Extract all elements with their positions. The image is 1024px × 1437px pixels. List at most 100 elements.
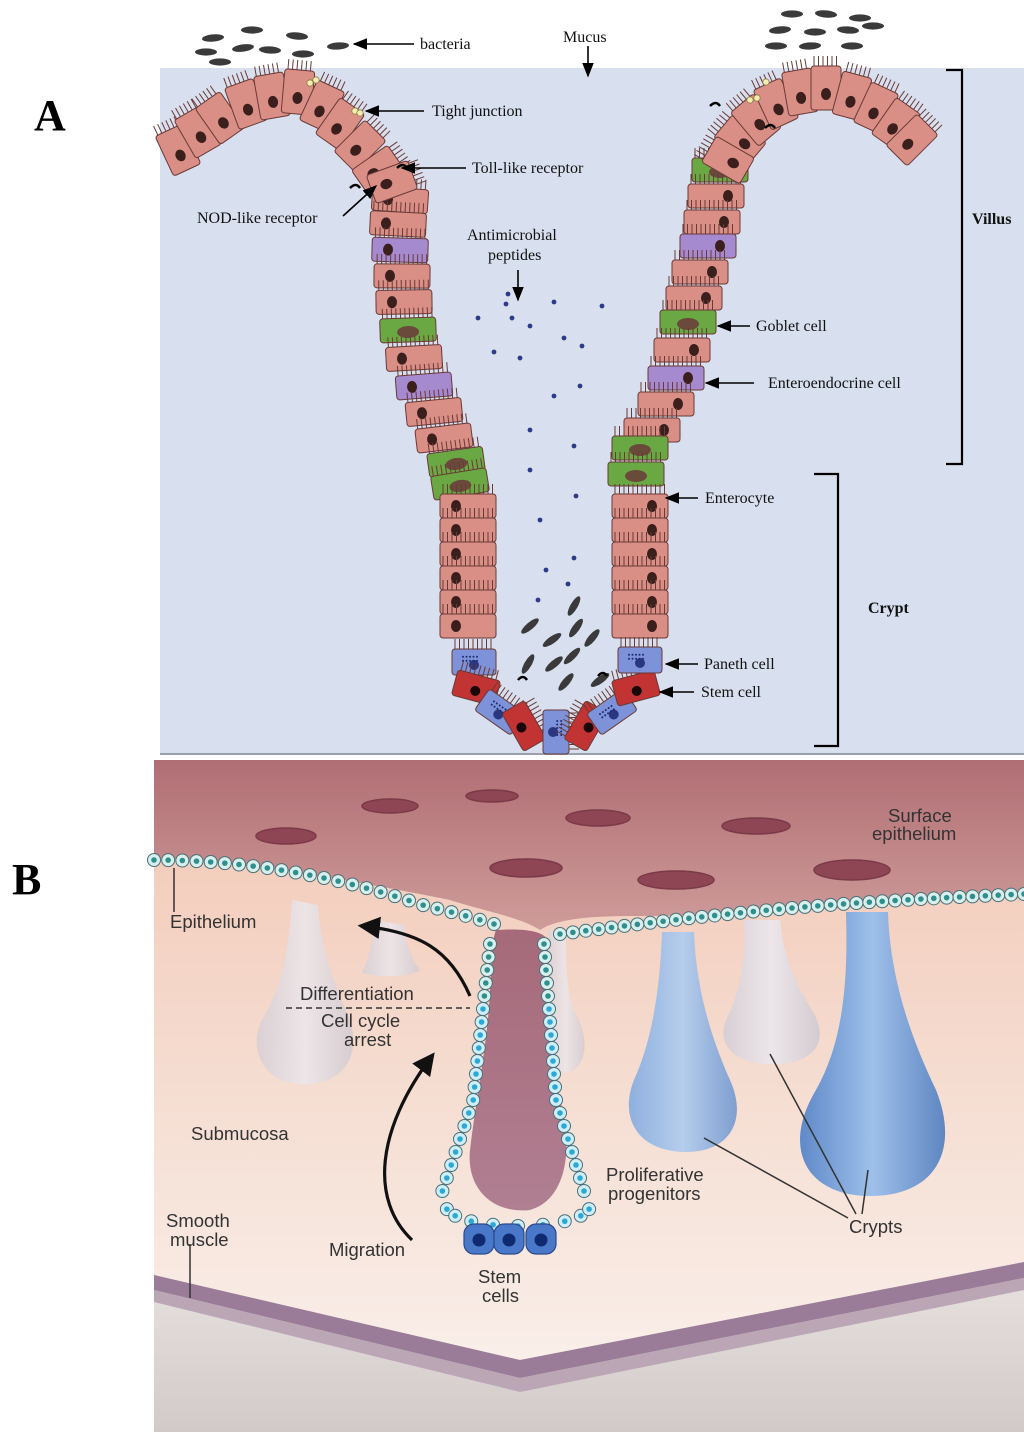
toll-like-receptor-label: Toll-like receptor: [472, 160, 584, 177]
cell-nucleus: [250, 863, 256, 869]
cell-nucleus: [420, 902, 426, 908]
peptide-dot: [572, 556, 577, 561]
stem-cell-nucleus: [473, 1234, 486, 1247]
crypt-opening: [490, 859, 562, 877]
crypt-opening: [722, 818, 790, 834]
smooth-muscle-label-line1: Smooth: [166, 1210, 230, 1231]
cell-nucleus: [763, 908, 769, 914]
proliferative-progenitors-label-line1: Proliferative: [606, 1164, 704, 1185]
peptide-dot: [552, 300, 557, 305]
peptide-dot: [572, 444, 577, 449]
cell-nucleus: [583, 928, 589, 934]
tight-junction-label: Tight junction: [432, 103, 523, 120]
peptide-dot: [580, 344, 585, 349]
bacterium-icon: [327, 42, 349, 51]
smooth-muscle-label-line2: muscle: [170, 1229, 229, 1250]
cell-nucleus: [180, 858, 186, 864]
cell-nucleus: [543, 967, 549, 973]
panel-b: B Surface epithelium Epithelium Differen…: [12, 760, 1024, 1432]
stem-cell-label: Stem cell: [701, 684, 762, 701]
stem-cells-label-line1: Stem: [478, 1266, 521, 1287]
cell-nucleus: [473, 1071, 479, 1077]
cell-nucleus: [586, 1206, 592, 1212]
cell-nucleus: [738, 910, 744, 916]
cell-nucleus: [660, 918, 666, 924]
cell-nucleus: [468, 1218, 474, 1224]
cell-nucleus: [487, 941, 493, 947]
stem-cell-nucleus: [503, 1234, 516, 1247]
cell-nucleus: [463, 913, 469, 919]
cell-nucleus: [449, 909, 455, 915]
cell-nucleus: [892, 898, 898, 904]
peptide-dot: [562, 336, 567, 341]
cell-nucleus: [789, 905, 795, 911]
cell-nucleus: [491, 921, 497, 927]
cell-nucleus: [470, 1097, 476, 1103]
cell-nucleus: [699, 914, 705, 920]
enteroendocrine-cell-label: Enteroendocrine cell: [768, 375, 901, 392]
cell-nucleus: [457, 1136, 463, 1142]
enterocyte-label: Enterocyte: [705, 490, 774, 507]
cell-nucleus: [828, 902, 834, 908]
cell-nucleus: [905, 897, 911, 903]
cell-nucleus: [841, 901, 847, 907]
peptide-dot: [528, 428, 533, 433]
cell-nucleus: [802, 904, 808, 910]
bacterium-icon: [209, 58, 231, 65]
cell-nucleus: [569, 1149, 575, 1155]
cell-nucleus: [321, 875, 327, 881]
cell-nucleus: [151, 857, 157, 863]
bacteria-cluster-left: [195, 26, 349, 65]
cell-nucleus: [542, 954, 548, 960]
bacterium-icon: [799, 42, 821, 50]
cell-nucleus: [472, 1084, 478, 1090]
cell-nucleus: [776, 906, 782, 912]
peptide-dot: [574, 494, 579, 499]
peptide-dot: [544, 568, 549, 573]
peptide-dot: [566, 582, 571, 587]
panel-letter-b: B: [12, 855, 41, 904]
surface-epithelium-label-line2: epithelium: [872, 823, 956, 844]
crypt-opening: [638, 871, 714, 889]
cell-nucleus: [484, 967, 490, 973]
bacterium-icon: [769, 25, 792, 34]
cell-nucleus: [609, 925, 615, 931]
peptide-dot: [528, 468, 533, 473]
cell-nucleus: [194, 858, 200, 864]
villus-label: Villus: [972, 211, 1011, 228]
peptide-dot: [476, 316, 481, 321]
peptide-dot: [552, 394, 557, 399]
submucosa-label: Submucosa: [191, 1123, 289, 1144]
cell-nucleus: [647, 920, 653, 926]
cell-nucleus: [578, 1213, 584, 1219]
bacterium-icon: [841, 42, 863, 49]
cell-nucleus: [208, 859, 214, 865]
cell-nucleus: [931, 896, 937, 902]
bacterium-icon: [815, 9, 838, 18]
panel-a: A bacteria Mucus Tight junction Toll-lik…: [34, 9, 1024, 754]
cell-nucleus: [970, 894, 976, 900]
bacterium-icon: [202, 33, 225, 42]
bacterium-icon: [804, 28, 826, 35]
cell-nucleus: [635, 922, 641, 928]
cell-nucleus: [550, 1058, 556, 1064]
cell-nucleus: [581, 1188, 587, 1194]
cell-nucleus: [476, 1045, 482, 1051]
epithelium-label: Epithelium: [170, 911, 256, 932]
cell-nucleus: [549, 1045, 555, 1051]
cell-nucleus: [546, 1006, 552, 1012]
bacteria-cluster-right: [765, 9, 884, 50]
cell-nucleus: [440, 1188, 446, 1194]
cell-nucleus: [995, 892, 1001, 898]
cell-nucleus: [983, 893, 989, 899]
peptide-dot: [536, 598, 541, 603]
cell-cycle-label-line1: Cell cycle: [321, 1010, 400, 1031]
bacterium-icon: [286, 31, 309, 40]
cell-nucleus: [406, 898, 412, 904]
cell-nucleus: [279, 867, 285, 873]
cell-nucleus: [673, 917, 679, 923]
proliferative-progenitors-label-line2: progenitors: [608, 1183, 701, 1204]
antimicrobial-label-line2: peptides: [488, 247, 541, 264]
bacterium-icon: [232, 43, 255, 53]
